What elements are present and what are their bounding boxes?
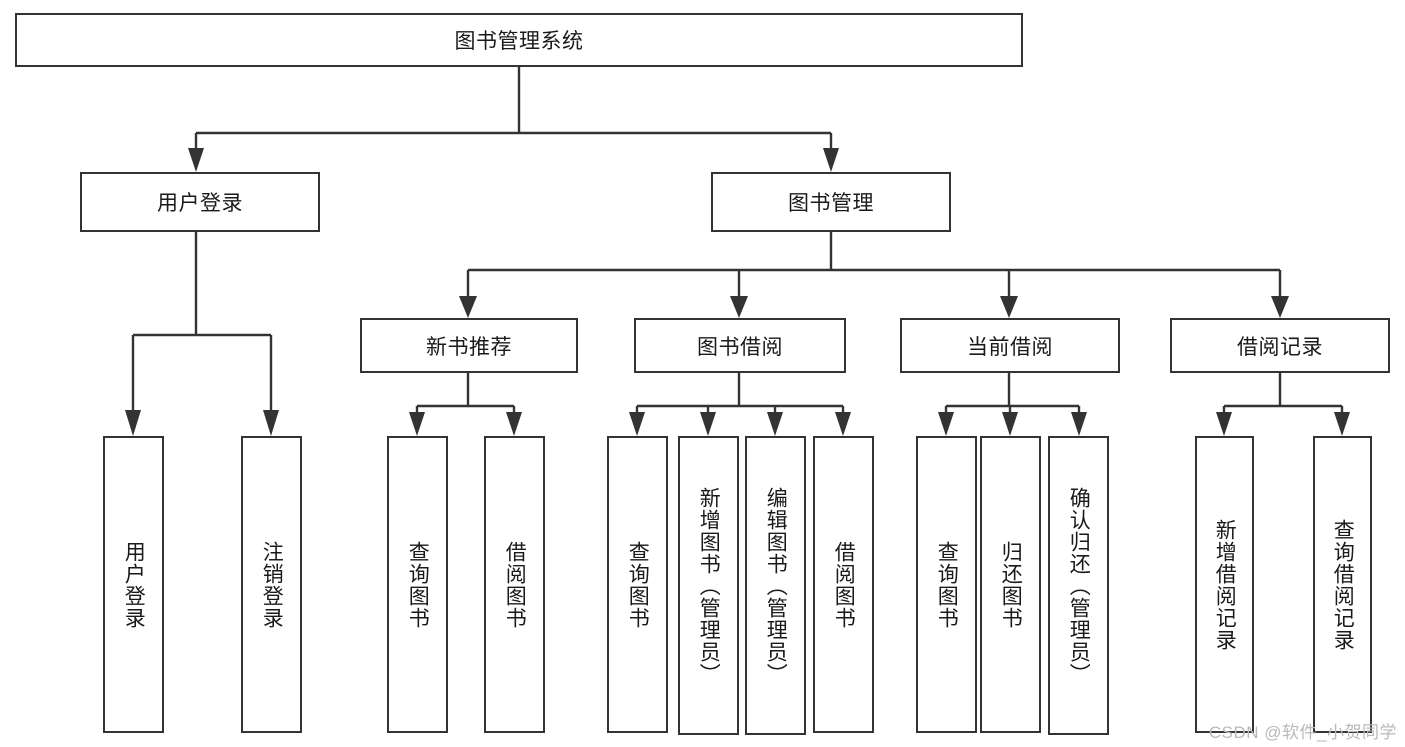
node-label: 查询借阅记录 [1331, 518, 1355, 651]
leaf-current-return-book[interactable]: 归还图书 [980, 436, 1041, 733]
arrow-book-manage [823, 148, 839, 172]
arrow-record-leaf-1 [1216, 412, 1232, 436]
leaf-current-confirm-return-admin[interactable]: 确认归还（管理员） [1048, 436, 1109, 735]
node-label: 查询图书 [406, 540, 430, 629]
node-label: 确认归还（管理员） [1067, 486, 1091, 685]
node-label: 借阅记录 [1237, 335, 1323, 359]
node-label: 借阅图书 [503, 540, 527, 629]
leaf-user-login[interactable]: 用户登录 [103, 436, 164, 733]
arrow-level3-1 [459, 296, 477, 318]
arrow-leaf-user-login [125, 410, 141, 436]
arrow-borrow-leaf-1 [629, 412, 645, 436]
node-user-login[interactable]: 用户登录 [80, 172, 320, 232]
leaf-borrow-borrow-book[interactable]: 借阅图书 [813, 436, 874, 733]
node-book-borrow[interactable]: 图书借阅 [634, 318, 846, 373]
arrow-borrow-leaf-2 [700, 412, 716, 436]
leaf-record-add-record[interactable]: 新增借阅记录 [1195, 436, 1254, 733]
node-label: 新增图书（管理员） [697, 486, 721, 685]
node-root-book-management-system[interactable]: 图书管理系统 [15, 13, 1023, 67]
arrow-user-login [188, 148, 204, 172]
node-label: 用户登录 [122, 540, 146, 629]
node-label: 归还图书 [999, 540, 1023, 629]
leaf-borrow-edit-book-admin[interactable]: 编辑图书（管理员） [745, 436, 806, 735]
arrow-record-leaf-2 [1334, 412, 1350, 436]
arrow-level3-2 [730, 296, 748, 318]
arrow-level3-4 [1271, 296, 1289, 318]
node-label: 编辑图书（管理员） [764, 486, 788, 685]
arrow-level3-3 [1000, 296, 1018, 318]
arrow-leaf-logout [263, 410, 279, 436]
node-new-book-recommend[interactable]: 新书推荐 [360, 318, 578, 373]
node-label: 图书借阅 [697, 335, 783, 359]
arrow-current-leaf-3 [1071, 412, 1087, 436]
leaf-record-query-record[interactable]: 查询借阅记录 [1313, 436, 1372, 733]
node-label: 查询图书 [935, 540, 959, 629]
node-label: 当前借阅 [967, 335, 1053, 359]
leaf-recommend-query-book[interactable]: 查询图书 [387, 436, 448, 733]
arrow-recommend-leaf-1 [409, 412, 425, 436]
node-label: 用户登录 [157, 192, 243, 215]
arrow-recommend-leaf-2 [506, 412, 522, 436]
node-label: 查询图书 [626, 540, 650, 629]
leaf-current-query-book[interactable]: 查询图书 [916, 436, 977, 733]
node-current-borrow[interactable]: 当前借阅 [900, 318, 1120, 373]
node-borrow-record[interactable]: 借阅记录 [1170, 318, 1390, 373]
leaf-borrow-query-book[interactable]: 查询图书 [607, 436, 668, 733]
node-label: 新增借阅记录 [1213, 518, 1237, 651]
arrow-current-leaf-1 [938, 412, 954, 436]
arrow-current-leaf-2 [1002, 412, 1018, 436]
node-book-management[interactable]: 图书管理 [711, 172, 951, 232]
leaf-borrow-add-book-admin[interactable]: 新增图书（管理员） [678, 436, 739, 735]
arrow-borrow-leaf-4 [835, 412, 851, 436]
arrow-borrow-leaf-3 [767, 412, 783, 436]
leaf-logout[interactable]: 注销登录 [241, 436, 302, 733]
node-label: 图书管理系统 [454, 30, 584, 53]
watermark-text: CSDN @软件_小贺同学 [1208, 723, 1397, 742]
node-label: 注销登录 [260, 540, 284, 629]
node-label: 图书管理 [788, 192, 874, 215]
leaf-recommend-borrow-book[interactable]: 借阅图书 [484, 436, 545, 733]
node-label: 新书推荐 [426, 335, 512, 359]
node-label: 借阅图书 [832, 540, 856, 629]
